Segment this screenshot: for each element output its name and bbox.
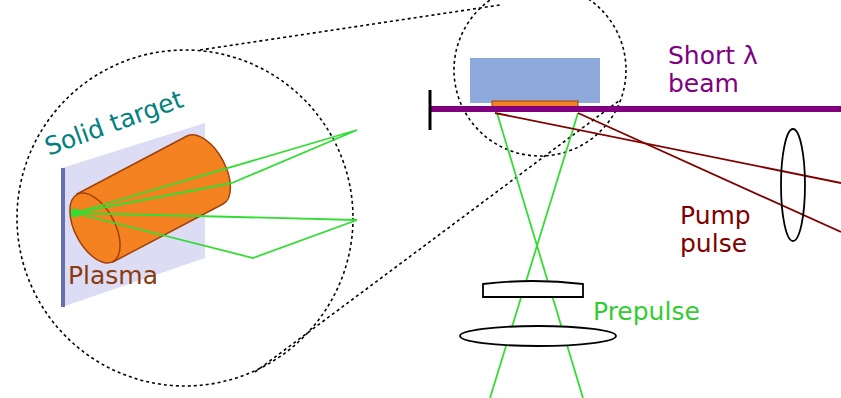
prepulse-beam	[490, 113, 578, 398]
focusing-lens	[460, 326, 616, 346]
solid-target	[470, 58, 600, 103]
prepulse-rays	[75, 183, 232, 213]
pump-lens	[781, 129, 805, 241]
beam-label: Short λ beam	[668, 42, 798, 98]
cylindrical-lens	[483, 281, 583, 297]
plasma-end	[60, 185, 131, 271]
zoom-line	[200, 5, 500, 50]
beam-stop	[429, 90, 432, 130]
target-edge	[61, 168, 65, 307]
plasma-label: Plasma	[68, 262, 208, 290]
pump-beam	[495, 113, 841, 183]
prepulse-label: Prepulse	[593, 298, 793, 326]
zoom-line	[255, 100, 620, 372]
prepulse-rays	[75, 130, 357, 213]
pump-label: Pump pulse	[680, 202, 790, 258]
prepulse-rays	[75, 213, 357, 258]
zoom-circle	[454, 0, 626, 156]
prepulse-beam	[497, 113, 583, 398]
focus-spot	[71, 209, 79, 217]
probe-beam	[430, 106, 841, 112]
